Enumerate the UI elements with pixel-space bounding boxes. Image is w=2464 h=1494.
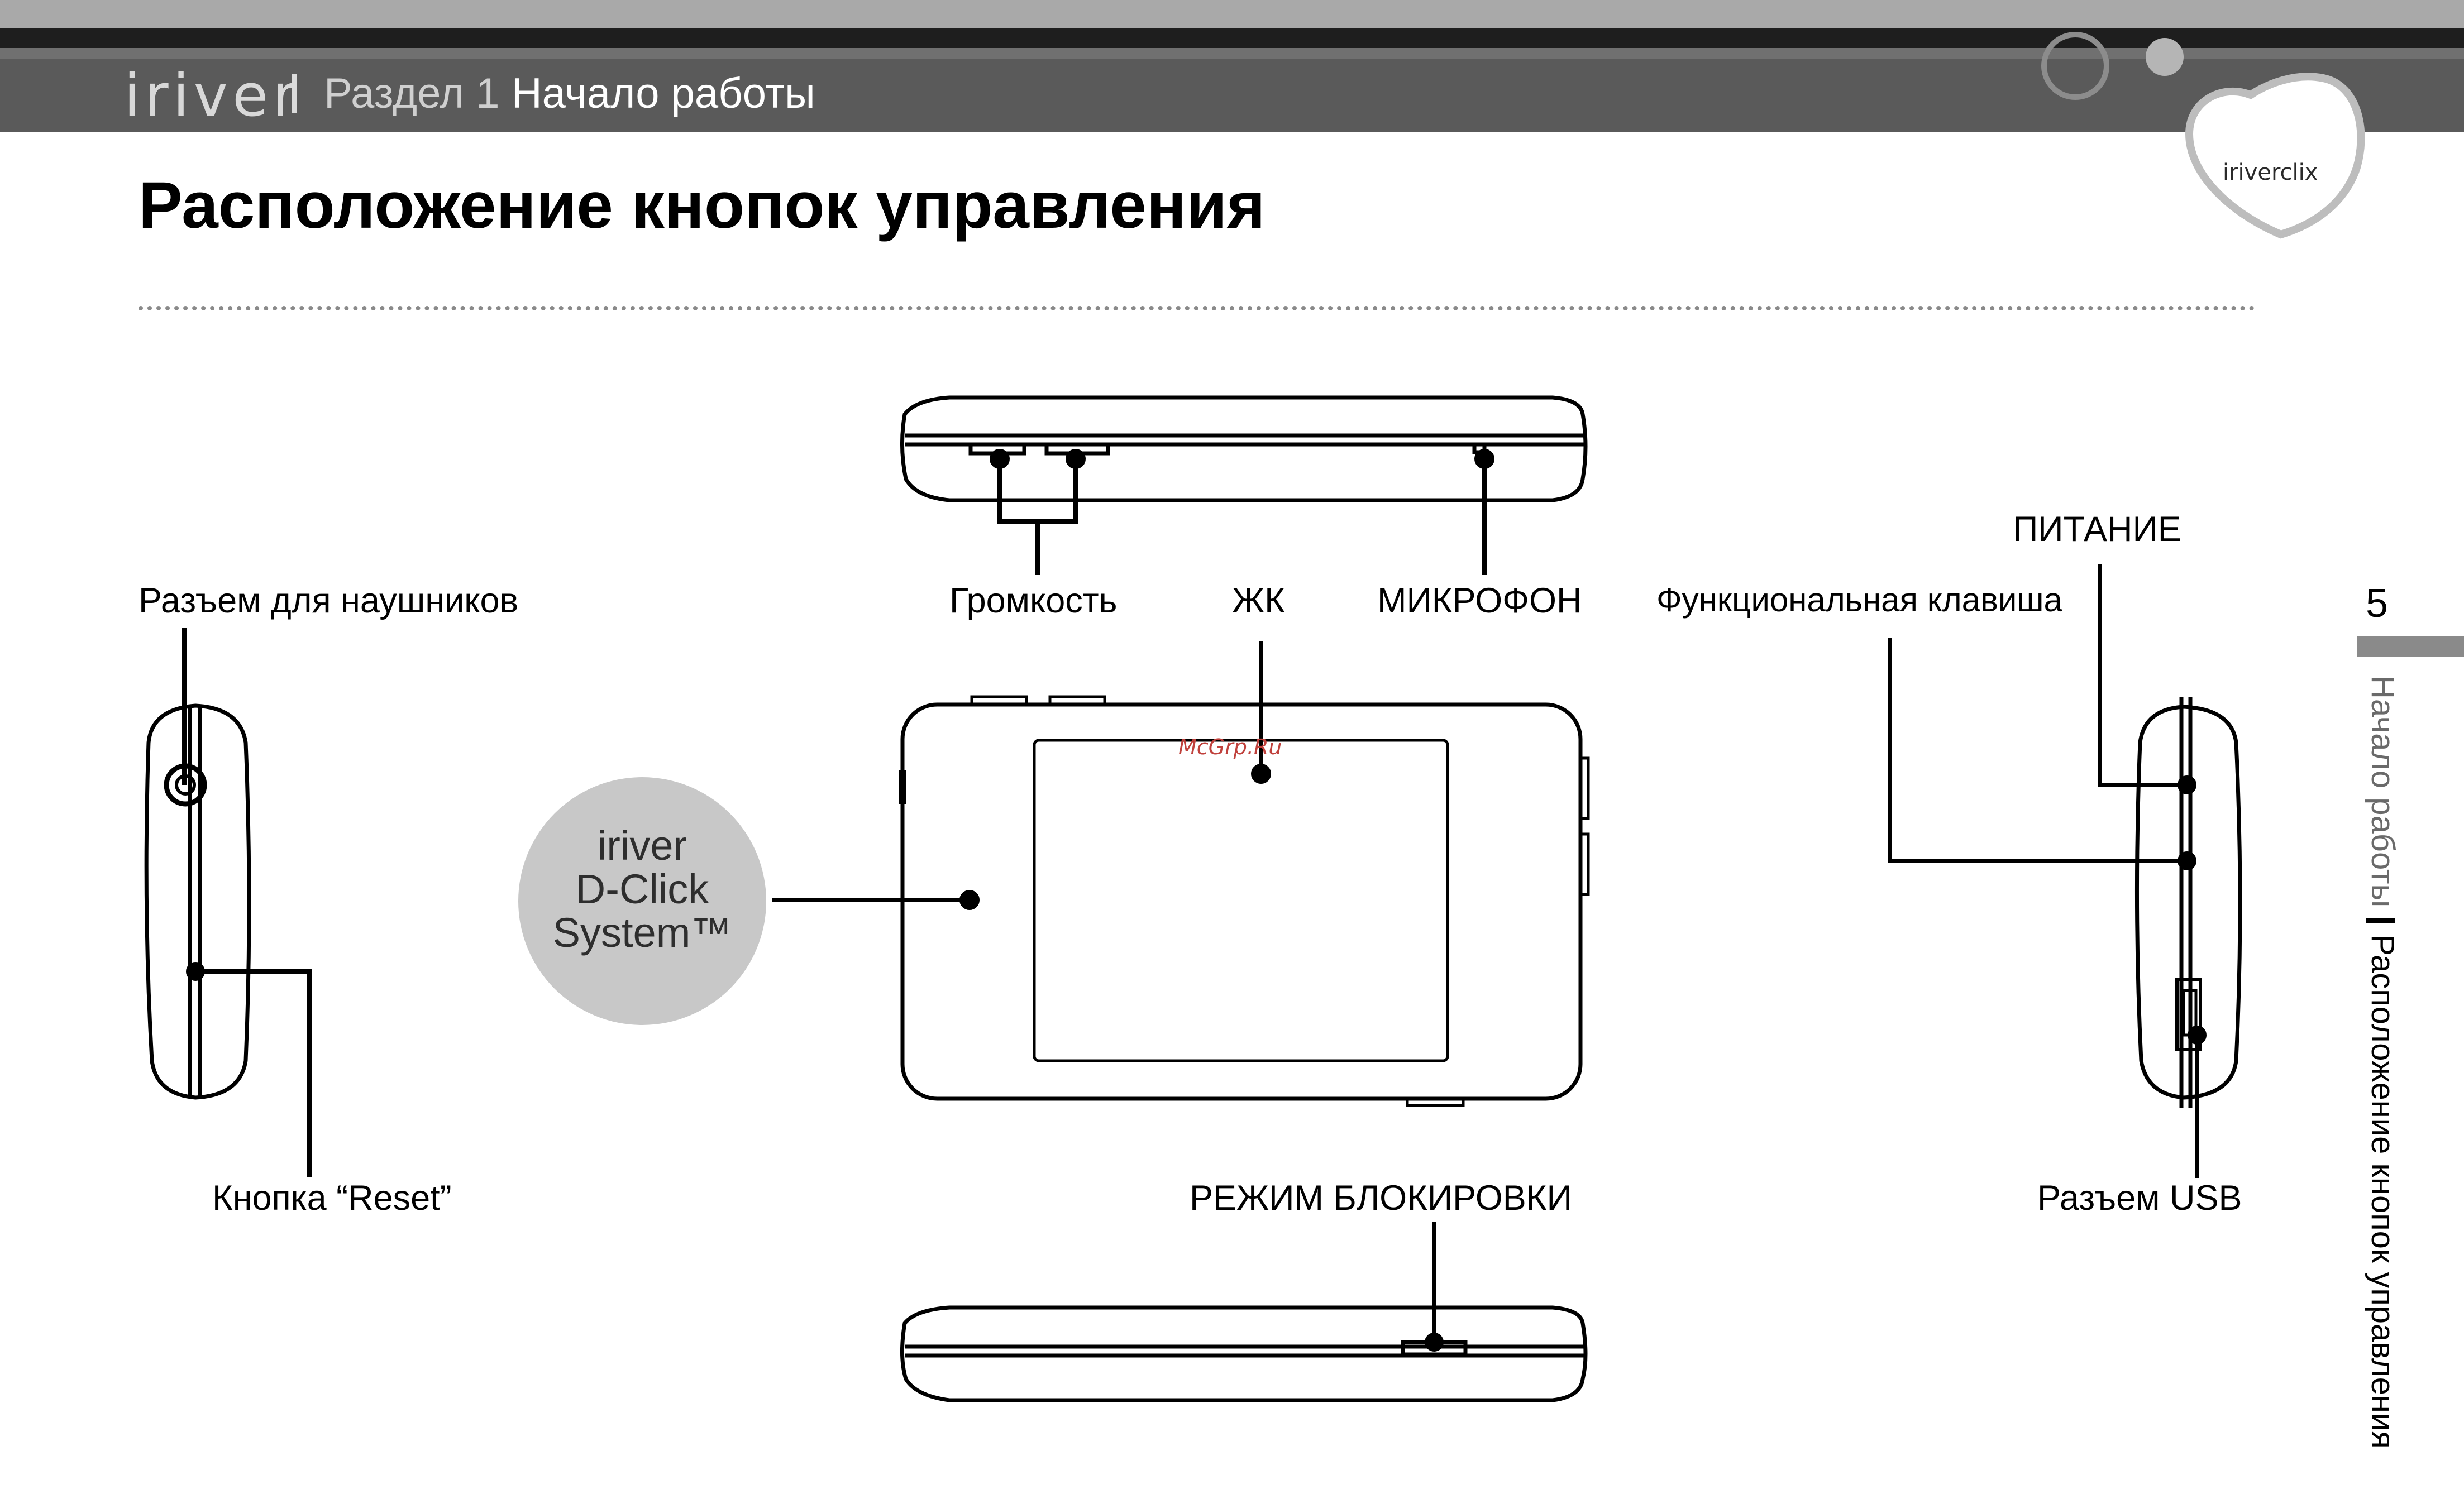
side-separator [2366,918,2395,923]
watermark: McGrp.Ru [1178,735,1282,759]
label-volume: Громкость [949,581,1117,621]
device-bottom-view [902,1308,1586,1400]
label-usb-port: Разъем USB [2037,1178,2242,1218]
front-view-leaders [772,641,1269,908]
side-section: Начало работы [2365,676,2401,907]
label-power: ПИТАНИЕ [2013,509,2181,549]
label-microphone: МИКРОФОН [1377,581,1582,621]
side-tab-marker [2357,636,2464,657]
dclick-badge-text: iriver D-Click System™ [525,824,760,955]
side-topic: Расположение кнопок управления [2365,934,2401,1449]
badge-line-1: iriver [525,824,760,868]
side-running-head: Начало работыРасположение кнопок управле… [2364,676,2401,1449]
badge-line-2: D-Click [525,868,760,911]
top-view-leaders [992,451,1492,575]
device-right-side-view [2137,697,2240,1108]
bottom-view-leaders [1427,1222,1441,1349]
logo-heart-icon: iriverclix [2044,35,2361,234]
label-lock-mode: РЕЖИМ БЛОКИРОВКИ [1190,1178,1572,1218]
right-view-leaders [1890,564,2204,1178]
device-left-side-view [146,706,249,1098]
label-lcd: ЖК [1232,581,1285,621]
label-reset-button: Кнопка “Reset” [212,1178,452,1218]
label-headphone-jack: Разъем для наушников [139,581,518,621]
logo-text: iriverclix [2223,160,2318,185]
badge-line-3: System™ [525,911,760,955]
label-function-key: Функциональная клавиша [1656,581,2062,619]
page-number: 5 [2366,581,2388,626]
left-view-leaders [184,628,309,1177]
title-divider [139,306,2255,310]
page-title: Расположение кнопок управления [139,167,1266,243]
